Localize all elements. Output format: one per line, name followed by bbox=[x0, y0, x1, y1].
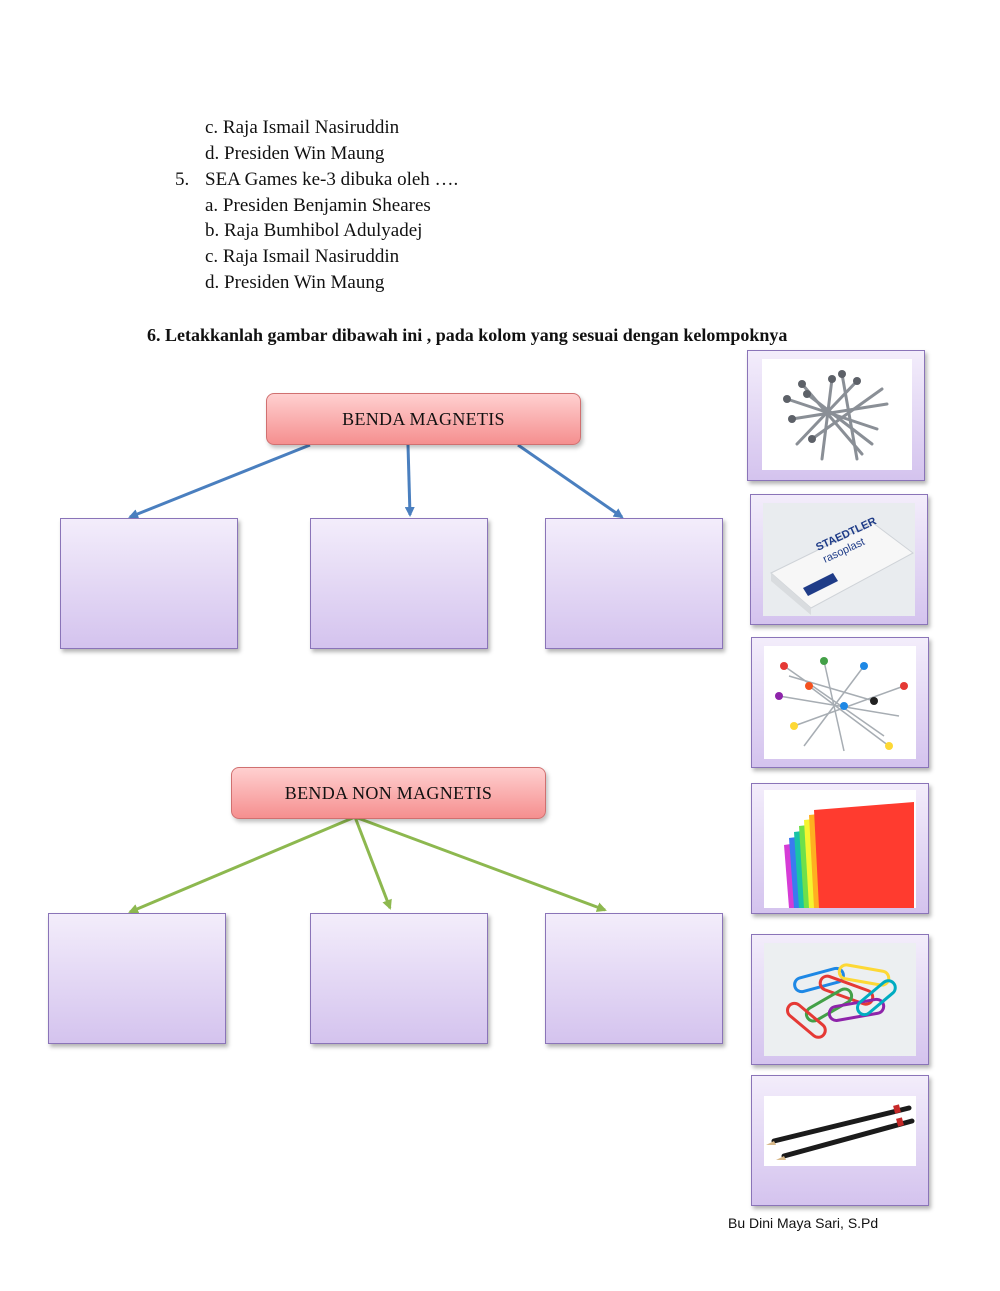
drop-zone-non-magnetic-2[interactable] bbox=[310, 913, 488, 1044]
option-text: a. Presiden Benjamin Sheares bbox=[205, 195, 431, 216]
magnetic-arrow-right bbox=[517, 443, 624, 519]
pencils-image bbox=[764, 1096, 916, 1166]
non-magnetic-arrow-right bbox=[354, 815, 607, 912]
draggable-card-eraser[interactable]: STAEDTLER rasoplast bbox=[750, 494, 928, 625]
question-6-instruction: 6. Letakkanlah gambar dibawah ini , pada… bbox=[147, 325, 788, 345]
colored-paper-image bbox=[764, 790, 916, 908]
non-magnetic-arrow-left bbox=[128, 815, 356, 914]
drop-zone-magnetic-2[interactable] bbox=[310, 518, 488, 649]
option-text: c. Raja Ismail Nasiruddin bbox=[205, 246, 400, 267]
drop-zone-non-magnetic-3[interactable] bbox=[545, 913, 723, 1044]
magnetic-arrow-middle bbox=[404, 444, 415, 517]
draggable-card-colored-paper[interactable] bbox=[751, 783, 929, 914]
category-magnetic: BENDA MAGNETIS bbox=[266, 393, 581, 445]
question-text: SEA Games ke-3 dibuka oleh …. bbox=[205, 169, 459, 190]
option-text: b. Raja Bumhibol Adulyadej bbox=[205, 220, 423, 241]
question-number: 5. bbox=[175, 169, 190, 190]
magnetic-arrow-left bbox=[128, 443, 311, 519]
option-text: c. Raja Ismail Nasiruddin bbox=[205, 117, 400, 138]
eraser-image: STAEDTLER rasoplast bbox=[763, 503, 915, 616]
draggable-card-paper-clips[interactable] bbox=[751, 934, 929, 1065]
paper-clips-image bbox=[764, 943, 916, 1056]
draggable-card-pencils[interactable] bbox=[751, 1075, 929, 1206]
option-text: d. Presiden Win Maung bbox=[205, 143, 385, 164]
draggable-card-pins[interactable] bbox=[751, 637, 929, 768]
drop-zone-magnetic-3[interactable] bbox=[545, 518, 723, 649]
pins-image bbox=[764, 646, 916, 759]
author-footer: Bu Dini Maya Sari, S.Pd bbox=[728, 1215, 879, 1231]
non-magnetic-arrow-middle bbox=[353, 816, 392, 910]
draggable-card-nails[interactable] bbox=[747, 350, 925, 481]
drop-zone-magnetic-1[interactable] bbox=[60, 518, 238, 649]
option-text: d. Presiden Win Maung bbox=[205, 272, 385, 293]
drop-zone-non-magnetic-1[interactable] bbox=[48, 913, 226, 1044]
nails-image bbox=[762, 359, 912, 470]
category-non-magnetic: BENDA NON MAGNETIS bbox=[231, 767, 546, 819]
